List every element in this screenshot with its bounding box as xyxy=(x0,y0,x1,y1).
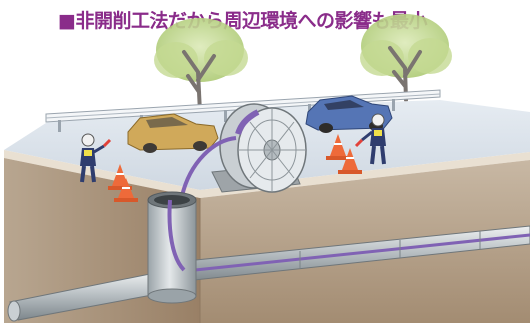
page-heading: ■非開削工法だから周辺環境への影響も最小 xyxy=(58,10,427,32)
tree-left-icon xyxy=(154,18,248,114)
exit-pipe-icon xyxy=(7,271,169,322)
traffic-cone-icon xyxy=(338,148,362,174)
worker-left-icon xyxy=(80,133,112,183)
car-left-icon xyxy=(127,113,219,153)
tree-right-icon xyxy=(360,14,452,102)
traffic-cone-icon xyxy=(114,178,138,202)
cable-reel-icon xyxy=(211,103,307,193)
traffic-cone-icon xyxy=(326,134,350,160)
manhole-shaft-icon xyxy=(147,191,197,304)
car-right-icon xyxy=(305,95,393,133)
traffic-cone-icon xyxy=(108,164,132,190)
worker-right-icon xyxy=(354,113,386,165)
ground-cutaway-side xyxy=(200,160,530,323)
